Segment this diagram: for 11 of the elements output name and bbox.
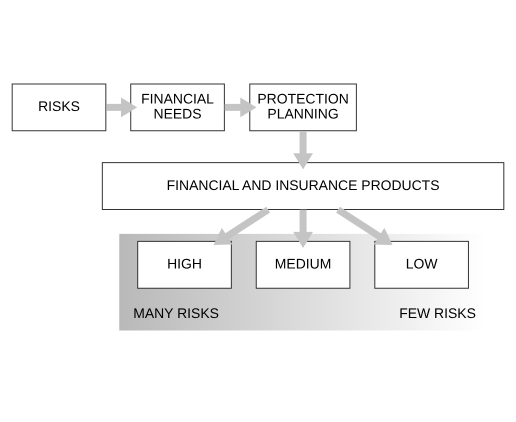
arrow <box>224 97 256 117</box>
node-box: HIGH <box>137 240 232 288</box>
node-box: MEDIUM <box>256 240 350 288</box>
node-box: LOW <box>374 240 469 288</box>
node-box: FINANCIAL NEEDS <box>130 82 225 131</box>
arrow <box>293 209 313 248</box>
arrow <box>106 97 138 117</box>
node-box: PROTECTION PLANNING <box>249 82 357 131</box>
node-box: FINANCIAL AND INSURANCE PRODUCTS <box>102 162 504 210</box>
node-box: RISKS <box>12 82 106 131</box>
arrow <box>293 130 313 169</box>
